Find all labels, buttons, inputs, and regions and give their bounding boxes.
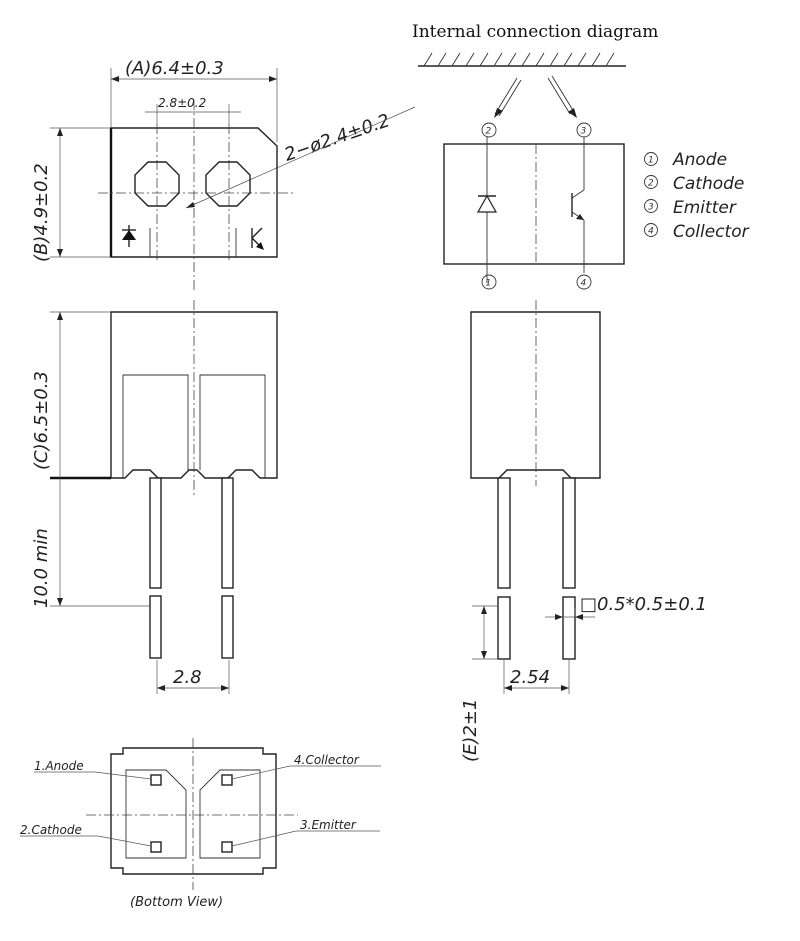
svg-text:1: 1 <box>648 156 654 166</box>
bottom-view-caption: (Bottom View) <box>130 895 223 910</box>
svg-text:Collector: Collector <box>673 222 750 242</box>
dim-lead-length: 10.0 min <box>31 528 52 608</box>
pad-2 <box>150 841 162 853</box>
label-anode: 1.Anode <box>34 759 84 773</box>
diagram-title: Internal connection diagram <box>412 22 658 42</box>
svg-text:4: 4 <box>648 227 654 237</box>
label-collector: 4.Collector <box>294 753 360 767</box>
dim-pitch-side: 2.54 <box>510 667 550 688</box>
pad-1 <box>150 774 162 786</box>
dim-hole: 2−ø2.4±0.2 <box>282 110 393 166</box>
dim-e: (E)2±1 <box>460 699 481 762</box>
dim-a: (A)6.4±0.3 <box>125 58 224 79</box>
phototransistor-symbol <box>571 137 585 273</box>
svg-text:Anode: Anode <box>672 150 727 170</box>
label-cathode: 2.Cathode <box>20 823 82 837</box>
svg-text:Emitter: Emitter <box>673 198 737 218</box>
svg-text:Cathode: Cathode <box>673 174 744 194</box>
pin-2-marker-top: 2 <box>481 122 497 138</box>
dim-pitch-bottom: 2.8 <box>173 667 202 688</box>
svg-text:3: 3 <box>581 127 587 137</box>
svg-text:1: 1 <box>486 279 492 289</box>
label-emitter: 3.Emitter <box>300 818 357 832</box>
pad-4 <box>221 774 233 786</box>
svg-text:4: 4 <box>581 279 587 289</box>
bottom-view: 1.Anode 2.Cathode 4.Collector 3.Emitter … <box>20 738 381 910</box>
dim-pitch-top: 2.8±0.2 <box>158 96 206 110</box>
svg-text:2: 2 <box>648 179 654 189</box>
pad-3 <box>221 841 233 853</box>
received-light-arrows <box>547 75 577 118</box>
top-view: (A)6.4±0.3 2.8±0.2 2−ø2.4±0.2 <box>31 58 416 290</box>
dim-lead-square: □0.5*0.5±0.1 <box>580 594 707 615</box>
pin-1-marker-bottom: 1 <box>481 274 497 290</box>
dim-c: (C)6.5±0.3 <box>31 371 52 470</box>
svg-text:2: 2 <box>486 127 492 137</box>
internal-body <box>443 143 625 265</box>
diode-mark-icon <box>122 225 136 247</box>
ground-hatch <box>418 52 626 67</box>
detector-window <box>205 161 251 207</box>
pin-legend: 1 Anode 2 Cathode 3 Emitter 4 Collector <box>644 150 750 242</box>
emitted-light-arrows <box>494 77 522 118</box>
led-diode-symbol <box>476 137 498 283</box>
pin-3-marker-top: 3 <box>576 122 592 138</box>
pin-4-marker-bottom: 4 <box>576 274 592 290</box>
dim-b: (B)4.9±0.2 <box>31 163 52 262</box>
led-window <box>134 161 180 207</box>
transistor-mark-icon <box>251 227 264 250</box>
svg-text:3: 3 <box>648 203 654 213</box>
front-view: (C)6.5±0.3 10.0 min 2.8 <box>31 300 278 694</box>
side-view: □0.5*0.5±0.1 (E)2±1 2.54 <box>460 300 707 762</box>
